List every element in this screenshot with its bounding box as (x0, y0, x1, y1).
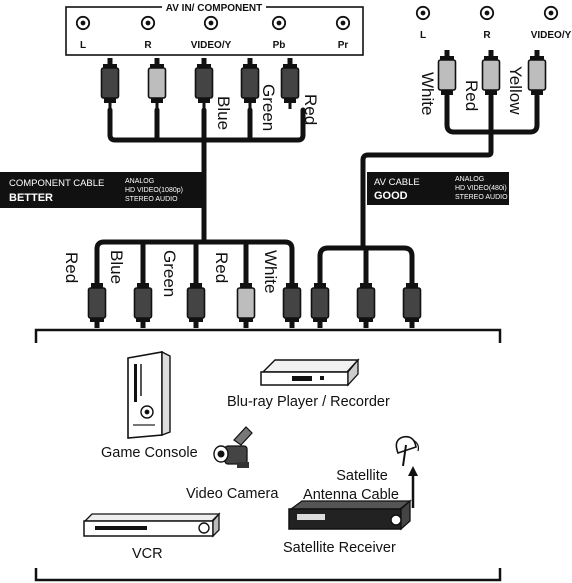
top-label-red: Red (301, 94, 320, 125)
av-cable-top-wires (360, 93, 540, 251)
bottom-label-red-audio: Red (212, 252, 231, 283)
component-band-bg (0, 172, 205, 208)
right-port-label-video-y: VIDEO/Y (531, 30, 572, 41)
component-cable-bottom-wires (94, 239, 295, 286)
bluray-player-icon (260, 358, 360, 387)
component-band-spec1: ANALOG (125, 178, 154, 185)
av-plugs-bottom (310, 276, 422, 329)
av-in-component-panel: AV IN/ COMPONENT L R VIDEO/Y Pb Pr (65, 0, 364, 56)
satellite-dish-icon (395, 435, 420, 467)
device-label-satellite-receiver: Satellite Receiver (283, 540, 396, 556)
game-console-icon (127, 350, 171, 439)
device-label-vcr: VCR (132, 546, 163, 562)
plug-bottom-av3-icon (402, 276, 422, 329)
av-cable-band: AV CABLE GOOD ANALOG HD VIDEO(480i) STER… (367, 172, 509, 205)
top-label-red-av: Red (462, 80, 481, 111)
bottom-label-white: White (261, 250, 280, 293)
component-cable-band: COMPONENT CABLE BETTER ANALOG HD VIDEO(1… (0, 172, 205, 208)
plug-bottom-blue-icon (133, 276, 153, 329)
plug-top-red-icon (280, 57, 300, 110)
plug-top-yellow-icon (527, 49, 547, 102)
device-label-satellite: Satellite (336, 468, 388, 484)
device-label-video-camera: Video Camera (186, 486, 279, 502)
jack-pr-icon (335, 15, 351, 31)
plug-top-l-icon (100, 57, 120, 110)
plug-bottom-white-icon (282, 276, 302, 329)
av-band-bg (367, 172, 509, 205)
device-label-antenna-cable: Antenna Cable (303, 487, 399, 503)
jack-pb-icon (271, 15, 287, 31)
bottom-label-red: Red (62, 252, 81, 283)
av-band-spec2: HD VIDEO(480i) (455, 185, 507, 192)
port-label-r: R (144, 40, 152, 51)
panel-title-bg (162, 0, 266, 14)
component-band-line1: COMPONENT CABLE (9, 178, 104, 189)
port-label-pr: Pr (338, 40, 349, 51)
panel-frame (65, 6, 364, 56)
bottom-label-blue: Blue (107, 250, 126, 284)
av-in-panel-right: L R VIDEO/Y (415, 5, 572, 41)
plug-top-green-icon (240, 57, 260, 110)
plug-bottom-av1-icon (310, 276, 330, 329)
jack-right-video-icon (543, 5, 559, 21)
component-band-spec2: HD VIDEO(1080p) (125, 187, 183, 194)
plug-top-r-icon (147, 57, 167, 110)
device-label-game-console: Game Console (101, 445, 198, 461)
jack-video-y-icon (203, 15, 219, 31)
av-plugs-top (437, 49, 547, 102)
plug-top-blue-icon (194, 57, 214, 110)
top-label-green: Green (259, 84, 278, 131)
devices-bracket (34, 328, 502, 582)
antenna-arrow-icon (408, 466, 418, 476)
av-band-line1: AV CABLE (374, 177, 420, 188)
panel-title: AV IN/ COMPONENT (166, 3, 262, 14)
plug-top-red2-icon (481, 49, 501, 102)
av-band-spec1: ANALOG (455, 176, 484, 183)
port-label-pb: Pb (273, 40, 286, 51)
bottom-label-green: Green (160, 250, 179, 297)
plug-bottom-av2-icon (356, 276, 376, 329)
jack-r-icon (140, 15, 156, 31)
component-band-spec3: STEREO AUDIO (125, 196, 178, 203)
plug-bottom-green-icon (186, 276, 206, 329)
av-band-spec3: STEREO AUDIO (455, 194, 508, 201)
satellite-receiver-icon (288, 499, 412, 531)
plug-bottom-red-icon (87, 276, 107, 329)
port-label-video-y: VIDEO/Y (191, 40, 232, 51)
component-band-line2: BETTER (9, 192, 53, 204)
top-label-yellow: Yellow (506, 66, 525, 115)
right-port-label-r: R (483, 30, 491, 41)
top-label-white: White (418, 72, 437, 115)
port-label-l: L (80, 40, 86, 51)
right-port-label-l: L (420, 30, 426, 41)
jack-right-r-icon (479, 5, 495, 21)
av-band-line2: GOOD (374, 190, 408, 202)
video-camera-icon (213, 426, 253, 468)
device-label-bluray: Blu-ray Player / Recorder (227, 394, 390, 410)
plug-bottom-red-audio-icon (236, 276, 256, 329)
vcr-icon (83, 512, 221, 538)
jack-right-l-icon (415, 5, 431, 21)
top-label-blue: Blue (214, 96, 233, 130)
plug-top-white-icon (437, 49, 457, 102)
jack-l-icon (75, 15, 91, 31)
